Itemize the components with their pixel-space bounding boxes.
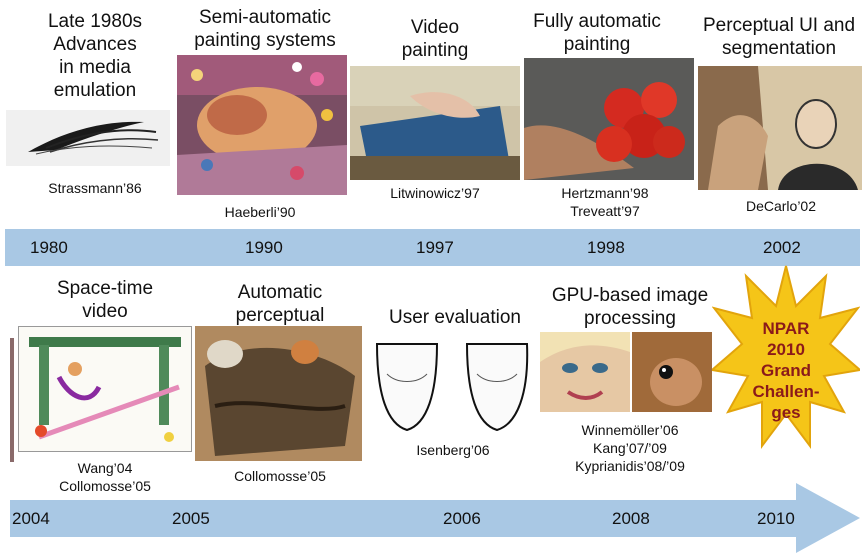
year-label: 1998	[587, 238, 625, 257]
star-shape	[712, 265, 860, 449]
citation-haeberli: Haeberli’90	[224, 204, 296, 220]
heading-automatic-perceptual: Automatic perceptual	[205, 281, 355, 327]
timeline-band-top	[5, 229, 860, 266]
year-label: 2005	[172, 509, 210, 528]
citation-line: Collomosse’05	[59, 478, 151, 494]
heading-gpu: GPU-based image processing	[540, 284, 720, 330]
face-abstraction-image	[540, 332, 630, 412]
citation-decarlo: DeCarlo’02	[745, 198, 817, 214]
grand-challenges-star: NPAR 2010 Grand Challen- ges	[712, 265, 860, 449]
heading-line: User evaluation	[388, 307, 522, 328]
citation-line: Treveatt’97	[570, 203, 640, 219]
heading-line: Video	[410, 17, 460, 38]
heading-strassmann: Late 1980s Advances in media emulation	[20, 10, 170, 102]
heading-line: Perceptual UI and	[702, 15, 856, 36]
child-drawing-image	[18, 326, 192, 452]
star-line: NPAR	[763, 319, 810, 338]
heading-line: painting	[401, 40, 469, 61]
timeline-arrow	[10, 483, 860, 553]
heading-line: perceptual	[235, 305, 325, 326]
video-painting-image	[350, 66, 520, 180]
star-line: Challen-	[752, 382, 819, 401]
star-line: ges	[771, 403, 800, 422]
star-line: Grand	[761, 361, 811, 380]
tomatoes-painting	[524, 58, 694, 180]
heading-space-time: Space-time video	[30, 277, 180, 323]
heading-line: Semi-automatic	[199, 7, 331, 28]
heading-line: emulation	[53, 80, 137, 101]
year-label: 2008	[612, 509, 650, 528]
sleeping-woman-painting	[177, 55, 347, 195]
heading-haeberli: Semi-automatic painting systems	[180, 6, 350, 52]
heading-line: processing	[584, 308, 676, 329]
heading-line: in media	[59, 57, 131, 78]
heading-user-evaluation: User evaluation	[370, 306, 540, 329]
citation-line: Kang’07/’09	[593, 440, 667, 456]
citation-line: Wang’04	[77, 460, 133, 476]
year-label: 1997	[416, 238, 454, 257]
citation-isenberg: Isenberg’06	[416, 442, 490, 458]
citation-line: Kyprianidis’08/’09	[575, 458, 685, 474]
kitchen-sketch-image	[195, 326, 362, 461]
star-line: 2010	[767, 340, 805, 359]
year-label: 2004	[12, 509, 50, 528]
citation-line: Winnemöller’06	[581, 422, 679, 438]
heading-line: segmentation	[721, 38, 837, 59]
brush-stroke-image	[6, 110, 170, 166]
year-label: 2002	[763, 238, 801, 257]
squirrel-image	[632, 332, 712, 412]
cartoon-man-image	[698, 66, 862, 190]
heading-line: painting systems	[194, 30, 336, 51]
year-label: 1990	[245, 238, 283, 257]
citation-hertzmann: Hertzmann’98 Treveatt’97	[530, 184, 680, 220]
heading-litwinowicz: Video painting	[365, 16, 505, 62]
heading-line: Space-time	[56, 278, 154, 299]
heading-decarlo: Perceptual UI and segmentation	[694, 14, 864, 60]
year-label: 2006	[443, 509, 481, 528]
year-label: 1980	[30, 238, 68, 257]
citation-litwinowicz: Litwinowicz’97	[390, 185, 480, 201]
heading-line: Advances	[53, 34, 137, 55]
heading-line: painting	[563, 34, 631, 55]
heading-line: Automatic	[237, 282, 323, 303]
heading-hertzmann: Fully automatic painting	[522, 10, 672, 56]
urinals-drawing	[367, 334, 539, 434]
heading-line: Fully automatic	[533, 11, 661, 32]
citation-gpu: Winnemöller’06 Kang’07/’09 Kyprianidis’0…	[540, 421, 720, 475]
year-label: 2010	[757, 509, 795, 528]
citation-line: Hertzmann’98	[561, 185, 649, 201]
citation-strassmann: Strassmann’86	[48, 180, 142, 196]
heading-line: Late 1980s	[47, 11, 143, 32]
left-edge-bar	[10, 338, 14, 462]
heading-line: GPU-based image	[551, 285, 709, 306]
citation-collomosse: Collomosse’05	[234, 468, 326, 484]
citation-wang: Wang’04 Collomosse’05	[30, 459, 180, 495]
heading-line: video	[82, 301, 128, 322]
